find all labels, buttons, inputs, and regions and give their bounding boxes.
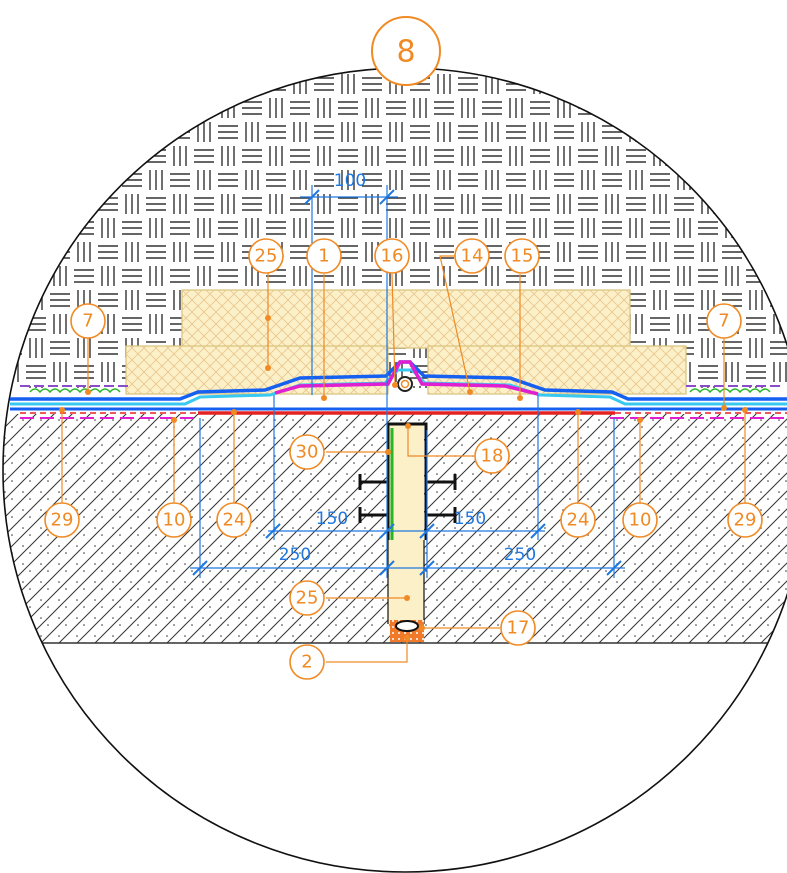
dim-top: 100 [334,171,366,191]
svg-text:16: 16 [381,246,404,267]
svg-text:17: 17 [507,618,530,639]
callout-17: 17 [500,610,536,646]
callout-25-bottom: 25 [289,580,325,616]
detail-number: 8 [396,35,415,70]
insulation-blocks [125,289,687,395]
svg-text:30: 30 [296,442,319,463]
svg-text:25: 25 [296,588,319,609]
callout-7-right: 7 [706,303,742,339]
svg-text:29: 29 [51,510,74,531]
svg-text:14: 14 [461,246,484,267]
callout-14: 14 [454,238,490,274]
callout-1: 1 [306,238,342,274]
svg-text:25: 25 [255,246,278,267]
svg-text:18: 18 [481,446,504,467]
callouts: 25 1 16 14 15 7 7 30 18 29 10 24 24 10 2… [44,238,763,680]
callout-18: 18 [474,438,510,474]
magenta-tape [274,360,539,396]
svg-text:10: 10 [163,510,186,531]
callout-24-right: 24 [560,502,596,538]
svg-text:24: 24 [223,510,246,531]
svg-text:29: 29 [734,510,757,531]
dim-inner-left: 150 [316,509,348,529]
svg-text:1: 1 [318,246,329,267]
callout-10-left: 10 [156,502,192,538]
svg-text:7: 7 [82,311,93,332]
callout-25-top: 25 [248,238,284,274]
dim-inner-right: 150 [454,509,486,529]
svg-text:7: 7 [718,311,729,332]
callout-29-left: 29 [44,502,80,538]
svg-text:24: 24 [567,510,590,531]
callout-2: 2 [289,644,325,680]
drainage-layer [29,388,771,394]
leader-lines [61,255,746,663]
dim-outer-left: 250 [279,545,311,565]
svg-text:10: 10 [629,510,652,531]
detail-number-circle [371,16,441,86]
svg-text:2: 2 [301,652,312,673]
callout-30: 30 [289,434,325,470]
callout-15: 15 [504,238,540,274]
callout-10-right: 10 [622,502,658,538]
callout-29-right: 29 [727,502,763,538]
joint-cord [397,376,413,392]
callout-7-left: 7 [70,303,106,339]
callout-24-left: 24 [216,502,252,538]
callout-16: 16 [374,238,410,274]
svg-text:15: 15 [511,246,534,267]
dim-outer-right: 250 [504,545,536,565]
membrane-cyan [10,368,787,406]
